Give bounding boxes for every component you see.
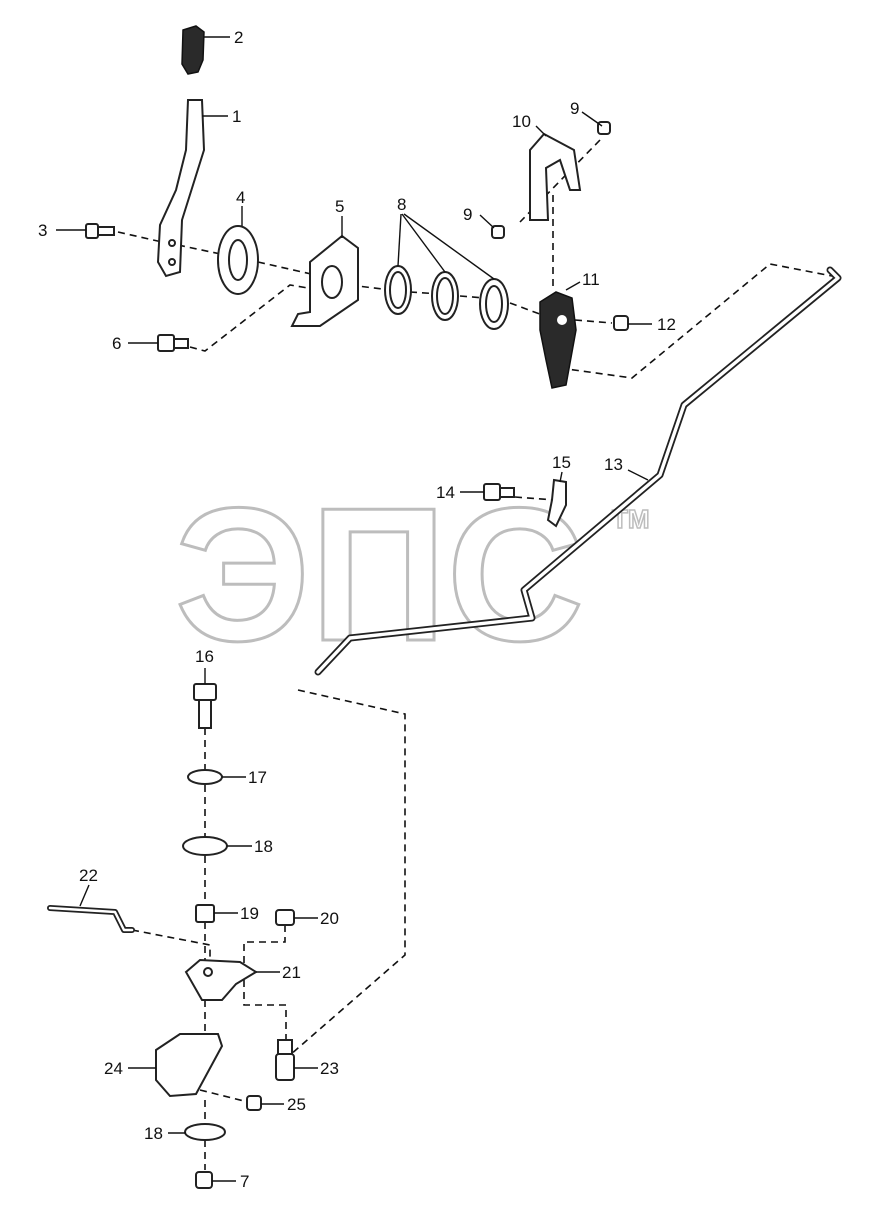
parts	[47, 25, 842, 1189]
part-nut-20	[275, 909, 295, 926]
callout-24: 24	[104, 1059, 123, 1078]
callout-20: 20	[320, 909, 339, 928]
callout-5: 5	[335, 197, 344, 216]
callout-17: 17	[248, 768, 267, 787]
callout-7: 7	[240, 1172, 249, 1191]
callout-19: 19	[240, 904, 259, 923]
callout-3: 3	[38, 221, 47, 240]
part-nut-12	[613, 315, 629, 331]
part-plate-21	[184, 958, 258, 1001]
callout-21: 21	[282, 963, 301, 982]
callout-12: 12	[657, 315, 676, 334]
part-rod-13	[314, 266, 842, 676]
callout-8: 8	[397, 195, 406, 214]
part-washer-17	[187, 769, 223, 785]
part-knob	[181, 25, 205, 75]
part-nut-7	[195, 1171, 213, 1189]
part-spacer-19	[195, 904, 215, 923]
callout-1: 1	[232, 107, 241, 126]
part-bracket-10	[529, 132, 582, 221]
part-nut-25	[246, 1095, 262, 1111]
callouts: 2 1 3 4 5 6 8 9 10 9 11 12 13 14 15 16 1…	[38, 28, 676, 1191]
part-swivel-23	[275, 1039, 295, 1081]
callout-23: 23	[320, 1059, 339, 1078]
part-clip-15	[546, 478, 567, 528]
part-bracket-24	[155, 1033, 224, 1098]
callout-25: 25	[287, 1095, 306, 1114]
part-washer-18a	[182, 836, 228, 856]
callout-18-upper: 18	[254, 837, 273, 856]
callout-13: 13	[604, 455, 623, 474]
callout-4: 4	[236, 188, 245, 207]
callout-6: 6	[112, 334, 121, 353]
part-bolt-16	[193, 683, 217, 729]
part-cam-11	[539, 291, 577, 389]
callout-11: 11	[582, 270, 600, 289]
callout-2: 2	[234, 28, 243, 47]
part-bolt-3	[85, 223, 115, 239]
leader-lines	[56, 36, 652, 1182]
callout-14: 14	[436, 483, 455, 502]
part-bolt-6	[157, 334, 189, 352]
callout-15: 15	[552, 453, 571, 472]
part-lever	[156, 99, 206, 278]
callout-18-lower: 18	[144, 1124, 163, 1143]
callout-16: 16	[195, 647, 214, 666]
part-link-22	[47, 905, 135, 933]
callout-10: 10	[512, 112, 531, 131]
watermark-logo: ЭПС	[175, 469, 584, 681]
callout-9-lower: 9	[463, 205, 472, 224]
part-washer-18b	[184, 1123, 226, 1141]
callout-22: 22	[79, 866, 98, 885]
watermark: ЭПС TM	[174, 468, 651, 683]
part-screw-9b	[491, 225, 505, 239]
callout-9-top: 9	[570, 99, 579, 118]
